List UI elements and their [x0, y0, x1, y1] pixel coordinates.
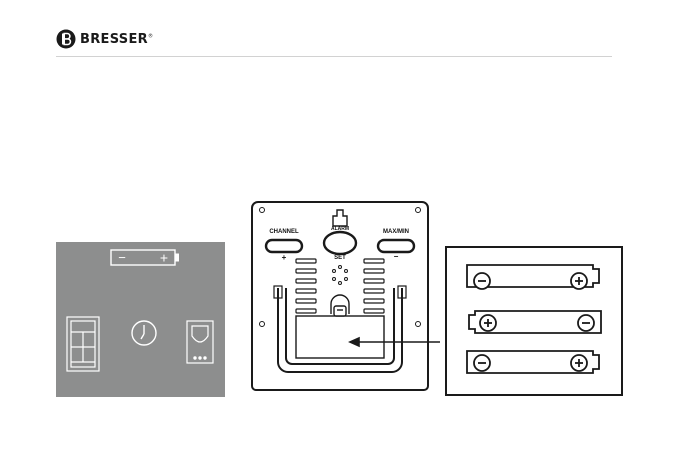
bresser-logo-icon [56, 29, 76, 49]
battery-door-latch [331, 295, 349, 316]
base-station-icon [67, 317, 99, 371]
battery-door [296, 316, 384, 358]
device-back-view: CHANNEL + ALARM SET MAX/MIN − [240, 196, 440, 396]
brand-logo: BRESSER® [56, 29, 153, 49]
header-divider [56, 56, 612, 57]
maxmin-button-label: MAX/MIN [383, 229, 409, 235]
battery-cell-3 [467, 351, 599, 373]
battery-info-panel: − + [56, 242, 225, 397]
battery-info-graphic: − + [56, 242, 225, 397]
channel-plus-label: + [282, 253, 287, 262]
channel-button-shape [266, 240, 302, 252]
clock-icon [132, 321, 156, 345]
maxmin-button-shape [378, 240, 414, 252]
brand-name: BRESSER® [80, 32, 153, 47]
set-label: SET [334, 255, 346, 261]
battery-compartment-detail [445, 246, 623, 396]
battery-plus-sign: + [160, 250, 168, 266]
battery-cell-1 [467, 265, 599, 289]
battery-cell-2 [469, 311, 601, 333]
battery-compartment-graphic [445, 246, 623, 396]
sensor-icon [187, 321, 213, 363]
alarm-button-label: ALARM [331, 226, 349, 232]
maxmin-minus-label: − [394, 252, 399, 261]
battery-icon: − + [111, 250, 179, 266]
battery-minus-sign: − [118, 250, 126, 265]
channel-button-label: CHANNEL [269, 229, 298, 235]
registered-mark: ® [148, 33, 153, 39]
alarm-button-shape [324, 232, 356, 254]
